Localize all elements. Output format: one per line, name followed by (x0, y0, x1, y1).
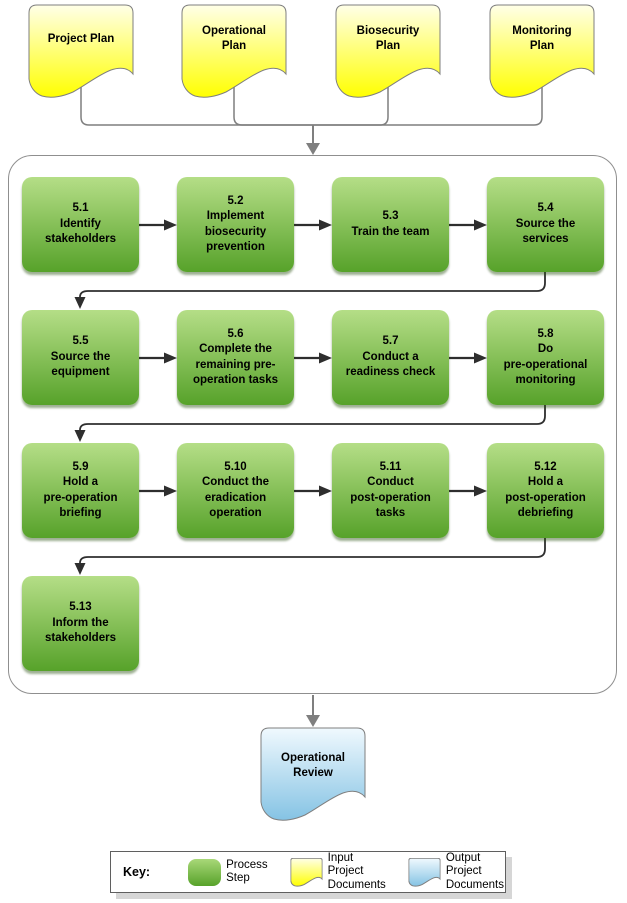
process-step-5-2: 5.2 Implement biosecurity prevention (177, 177, 294, 272)
step-number: 5.11 (379, 460, 402, 473)
step-number: 5.2 (227, 194, 244, 207)
step-number: 5.8 (537, 327, 554, 340)
process-step-5-3: 5.3 Train the team (332, 177, 449, 272)
step-label: Source the services (515, 217, 576, 246)
step-number: 5.1 (72, 202, 89, 215)
process-step-5-12: 5.12 Hold a post-operation debriefing (487, 443, 604, 538)
input-doc-operational-plan: Operational Plan (181, 4, 287, 94)
output-doc-operational-review: Operational Review (260, 727, 366, 817)
step-label: Do pre-operational monitoring (503, 343, 588, 386)
doc-label: Operational Plan (202, 25, 266, 52)
process-step-5-4: 5.4 Source the services (487, 177, 604, 272)
input-doc-project-plan: Project Plan (28, 4, 134, 94)
legend-label-process-step: Process Step (226, 858, 268, 885)
step-number: 5.12 (534, 460, 557, 473)
step-label: Identify stakeholders (45, 217, 116, 246)
process-step-5-10: 5.10 Conduct the eradication operation (177, 443, 294, 538)
process-step-swatch-icon (188, 858, 222, 886)
step-number: 5.10 (224, 460, 247, 473)
doc-label: Operational Review (281, 752, 345, 779)
step-number: 5.13 (69, 601, 92, 614)
step-number: 5.4 (537, 202, 554, 215)
step-label: Complete the remaining pre- operation ta… (193, 343, 278, 386)
input-doc-biosecurity-plan: Biosecurity Plan (335, 4, 441, 94)
process-step-5-5: 5.5 Source the equipment (22, 310, 139, 405)
input-doc-monitoring-plan: Monitoring Plan (489, 4, 595, 94)
step-label: Conduct post-operation tasks (350, 476, 431, 519)
process-step-5-7: 5.7 Conduct a readiness check (332, 310, 449, 405)
step-number: 5.7 (382, 335, 399, 348)
doc-label: Project Plan (47, 33, 115, 45)
process-step-5-6: 5.6 Complete the remaining pre- operatio… (177, 310, 294, 405)
process-step-5-8: 5.8 Do pre-operational monitoring (487, 310, 604, 405)
arrow-down-icon (306, 143, 320, 155)
process-step-5-9: 5.9 Hold a pre-operation briefing (22, 443, 139, 538)
step-label: Conduct a readiness check (345, 350, 436, 379)
step-label: Hold a pre-operation briefing (43, 476, 118, 519)
input-document-swatch-icon (290, 858, 323, 887)
output-document-swatch-icon (408, 858, 441, 887)
legend-label-output-documents: Output Project Documents (445, 851, 504, 891)
step-label: Hold a post-operation debriefing (505, 476, 586, 519)
document-shape-icon (28, 4, 134, 100)
input-merge-connector (80, 84, 543, 155)
step-label: Train the team (351, 225, 430, 238)
step-number: 5.5 (72, 335, 89, 348)
step-number: 5.3 (382, 210, 399, 222)
step-label: Source the equipment (50, 350, 111, 379)
legend-title: Key: (123, 865, 151, 879)
step-number: 5.9 (72, 460, 89, 473)
step-label: Implement biosecurity prevention (204, 210, 267, 253)
step-label: Inform the stakeholders (45, 616, 116, 645)
legend: Key: Process Step Input Project Document… (110, 851, 506, 893)
doc-label: Monitoring Plan (512, 25, 572, 52)
legend-label-input-documents: Input Project Documents (327, 851, 386, 891)
step-number: 5.6 (227, 327, 244, 340)
process-step-5-11: 5.11 Conduct post-operation tasks (332, 443, 449, 538)
arrow-down-icon (306, 715, 320, 727)
process-step-5-1: 5.1 Identify stakeholders (22, 177, 139, 272)
step-label: Conduct the eradication operation (201, 476, 270, 519)
output-connector (306, 695, 320, 727)
doc-label: Biosecurity Plan (356, 25, 420, 52)
process-step-5-13: 5.13 Inform the stakeholders (22, 576, 139, 671)
